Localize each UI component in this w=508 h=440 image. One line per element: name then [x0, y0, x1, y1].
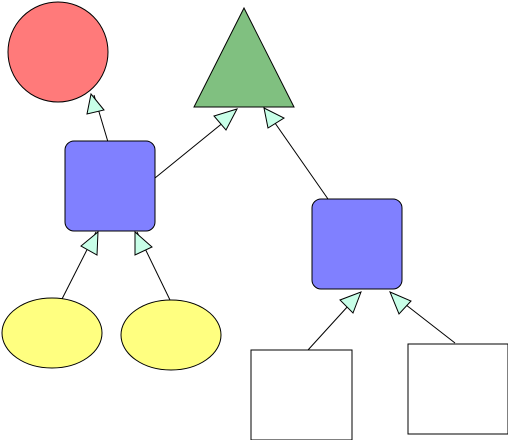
- ellipse-bottom-mid[interactable]: [120, 299, 222, 371]
- arrowhead-to-rounded-square-right-a: [339, 291, 362, 314]
- square-bottom-left[interactable]: [250, 349, 353, 440]
- rounded-square-left[interactable]: [64, 140, 156, 232]
- edge-rounded-square-right-to-triangle: [267, 112, 329, 200]
- arrowhead-to-triangle-left: [213, 108, 238, 131]
- arrowhead-to-triangle-right: [263, 107, 286, 129]
- square-bottom-right[interactable]: [407, 343, 508, 435]
- circle-top-left[interactable]: [7, 1, 109, 103]
- rounded-square-right[interactable]: [311, 198, 403, 290]
- arrowhead-to-rounded-square-right-b: [389, 291, 412, 315]
- arrowhead-to-circle: [86, 92, 105, 115]
- ellipse-bottom-left[interactable]: [1, 297, 103, 369]
- triangle-top[interactable]: [193, 6, 295, 108]
- arrowhead-to-rounded-square-left-a: [80, 230, 99, 256]
- arrowhead-to-rounded-square-left-b: [134, 230, 153, 256]
